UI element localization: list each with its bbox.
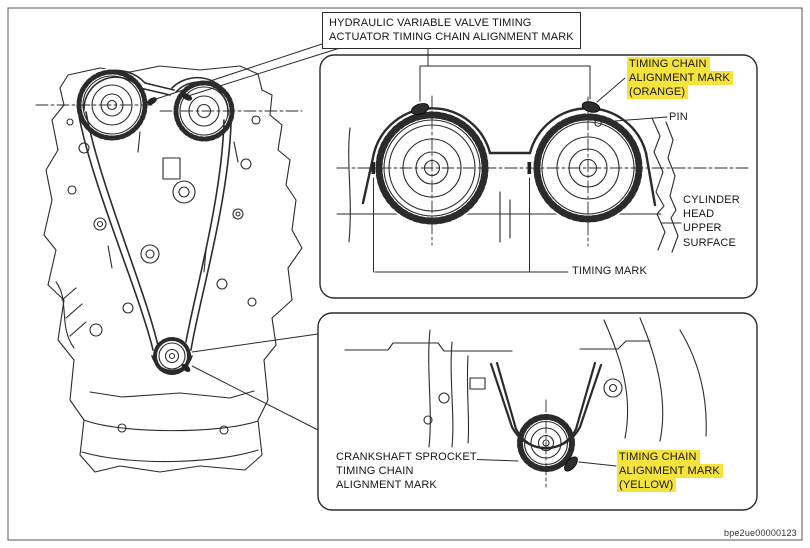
page-border xyxy=(7,7,803,541)
timing-chain-engine xyxy=(78,69,235,373)
label-timing-mark: TIMING MARK xyxy=(572,264,647,279)
bottom-callout-border xyxy=(317,312,758,511)
highlight-orange-label: TIMING CHAIN ALIGNMENT MARK (ORANGE) xyxy=(627,57,733,100)
camshaft-detail-callout xyxy=(319,47,758,299)
engine-centerlines xyxy=(35,104,303,112)
top-callout-leader-lines xyxy=(373,47,682,273)
highlight-yellow-label: TIMING CHAIN ALIGNMENT MARK (YELLOW) xyxy=(617,450,723,493)
label-crankshaft-sprocket: CRANKSHAFT SPROCKET TIMING CHAIN ALIGNME… xyxy=(336,450,477,493)
magnifier-line-top-2 xyxy=(187,47,341,97)
label-timing-chain-alignment-mark-orange: TIMING CHAIN ALIGNMENT MARK (ORANGE) xyxy=(627,57,733,100)
crankshaft-detail-callout xyxy=(317,312,758,511)
pin-icon xyxy=(594,119,602,127)
callout-centerlines xyxy=(336,95,749,247)
alignment-mark-orange-left xyxy=(410,103,430,115)
label-cylinder-head-upper-surface: CYLINDER HEAD UPPER SURFACE xyxy=(683,193,740,250)
magnifier-line-top-1 xyxy=(152,43,323,101)
label-pin: PIN xyxy=(669,110,688,125)
figure-code: bpe2ue00000123 xyxy=(724,528,797,538)
magnifier-lines xyxy=(152,43,341,431)
alignment-mark-orange-right xyxy=(581,101,601,113)
top-callout-border xyxy=(319,54,758,299)
label-hydraulic-vvt-actuator: HYDRAULIC VARIABLE VALVE TIMING ACTUATOR… xyxy=(322,12,581,50)
label-timing-chain-alignment-mark-yellow: TIMING CHAIN ALIGNMENT MARK (YELLOW) xyxy=(617,450,723,493)
magnifier-line-bottom-1 xyxy=(191,333,319,353)
chain-mark-crank-engine xyxy=(181,364,191,372)
alignment-mark-yellow xyxy=(564,456,578,472)
magnifier-line-bottom-2 xyxy=(191,365,319,431)
engine-front-view xyxy=(35,65,303,473)
